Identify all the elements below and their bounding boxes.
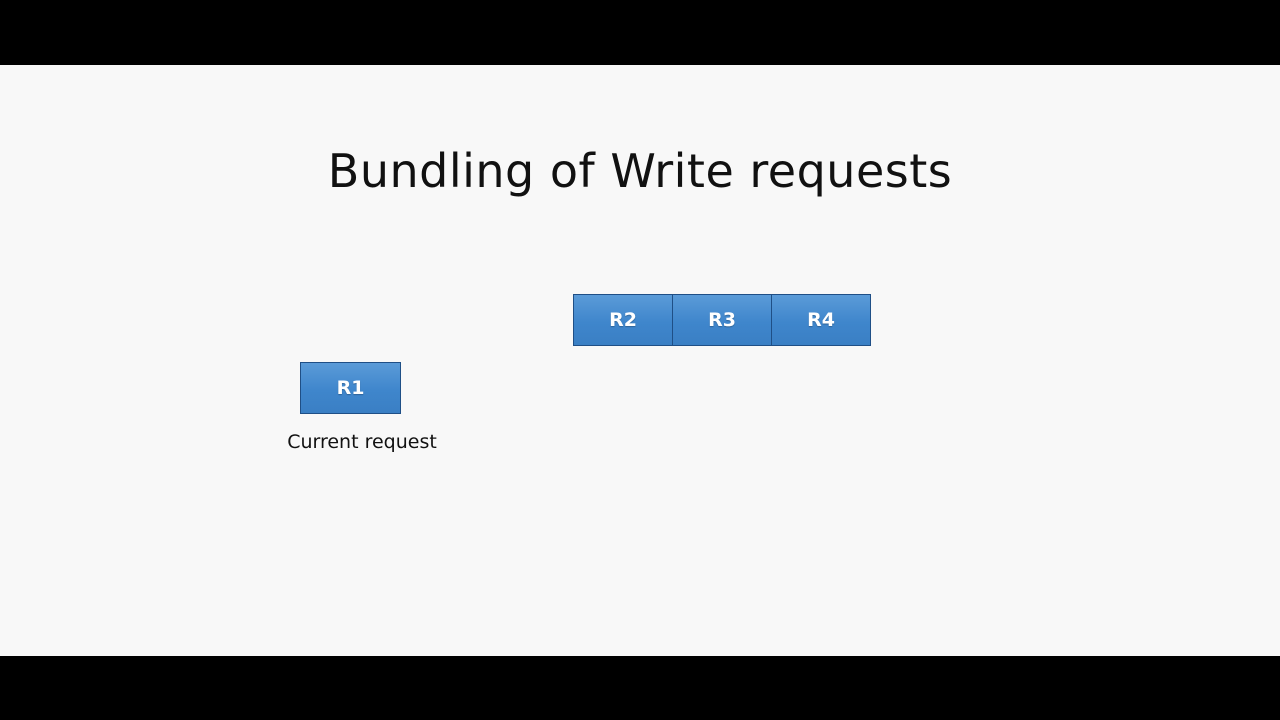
letterbox-bottom xyxy=(0,656,1280,720)
current-request-caption: Current request xyxy=(287,431,437,453)
current-request-box: R1 xyxy=(300,362,401,414)
slide: Bundling of Write requests R2 R3 R4 R1 C… xyxy=(0,65,1280,656)
slide-title: Bundling of Write requests xyxy=(327,144,953,198)
request-box-r4: R4 xyxy=(771,294,871,346)
pending-request-queue: R2 R3 R4 xyxy=(573,294,871,346)
request-box-r3: R3 xyxy=(672,294,772,346)
letterbox-top xyxy=(0,0,1280,65)
request-box-r2: R2 xyxy=(573,294,673,346)
